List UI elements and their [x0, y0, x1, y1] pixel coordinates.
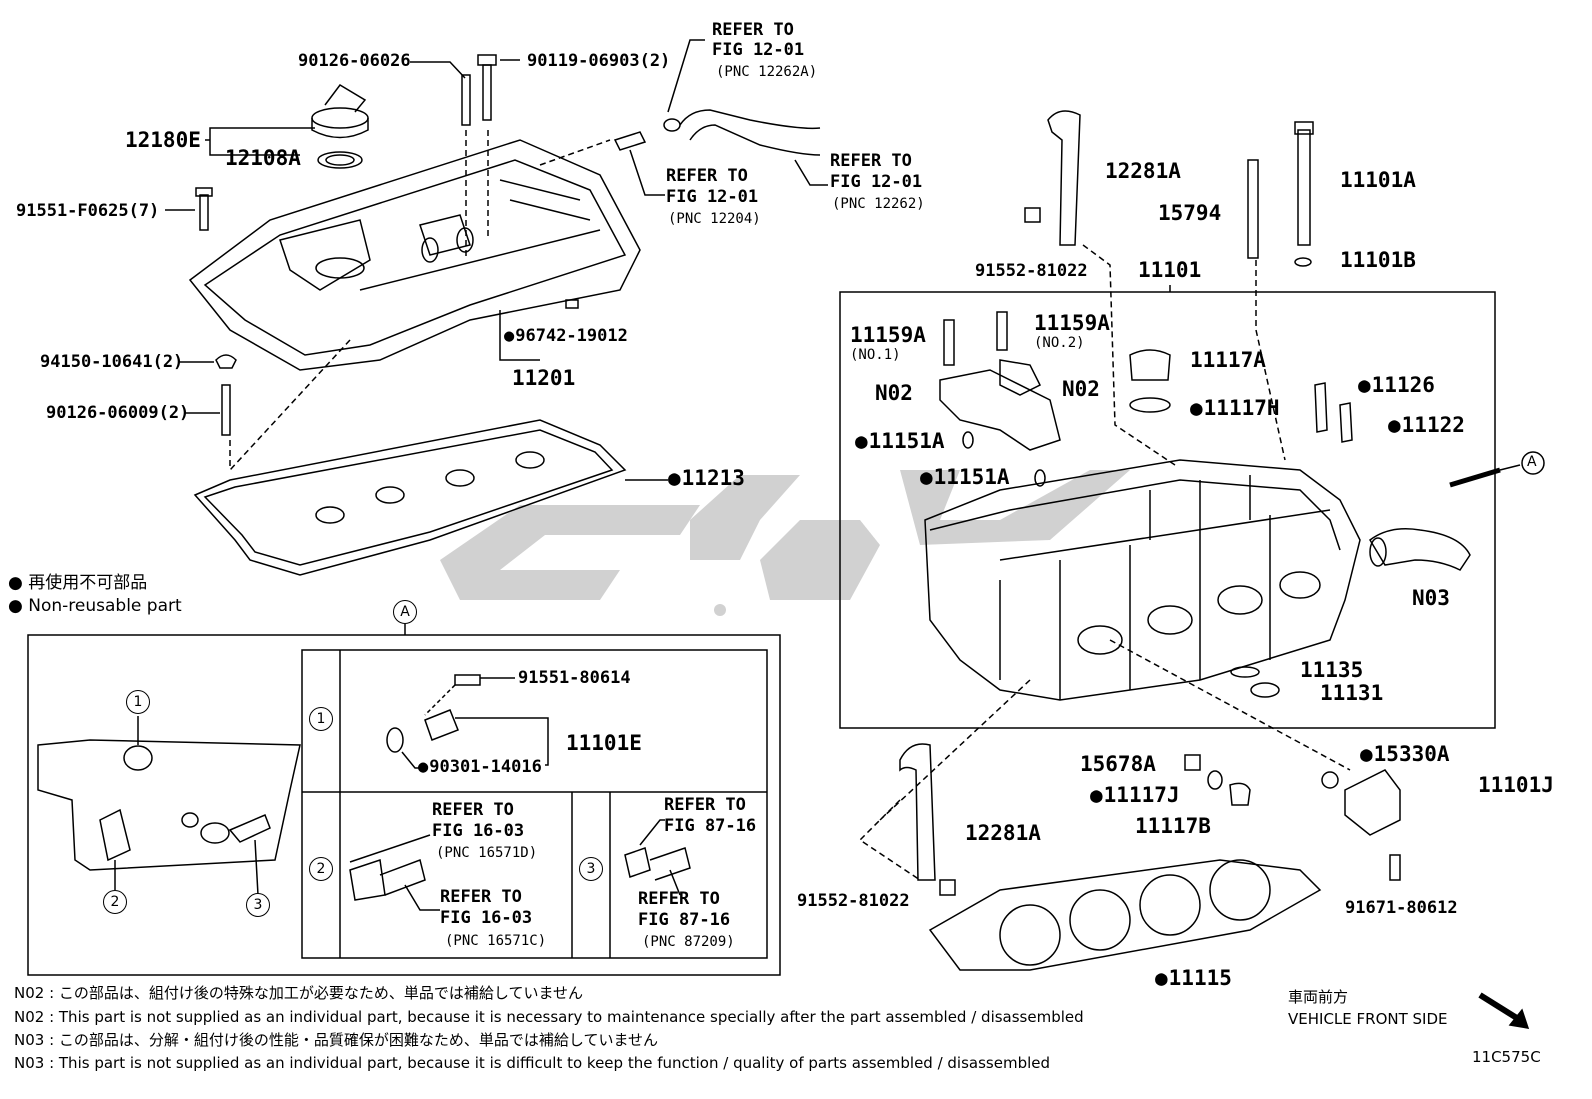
part-label-11159A-no2: 11159A [1034, 311, 1110, 335]
detail-a-callout-3: 3 [246, 893, 270, 917]
cylinder-head-group-frame [839, 291, 1496, 729]
part-label-11117H: 11117H [1190, 398, 1280, 419]
valve-cover-drawing [188, 139, 641, 371]
refer-to-16571C-line2[interactable]: FIG 16-03 [440, 908, 533, 928]
legend-en: ● Non-reusable part [8, 596, 182, 616]
detail-row-3-marker: 3 [579, 857, 603, 881]
detail-a-marker: A [393, 600, 417, 624]
refer-to-12262A-line1: REFER TO [712, 20, 794, 40]
detail-a-callout-2: 2 [103, 890, 127, 914]
vehicle-front-jp: 車両前方 [1288, 988, 1349, 1006]
refer-to-87-16-a-line1: REFER TO [664, 795, 746, 815]
note-n03-en: N03 : This part is not supplied as an in… [14, 1054, 1051, 1072]
part-label-11159A-no1-sub: (NO.1) [850, 347, 901, 363]
detail-a-frame [27, 634, 781, 976]
oil-filler-cap-drawing [311, 84, 369, 169]
refer-to-16571D-line1: REFER TO [432, 800, 514, 820]
head-gasket-drawing [928, 859, 1322, 971]
part-label-N02-left: N02 [875, 381, 913, 405]
part-label-91552-81022-top: 91552-81022 [975, 261, 1088, 281]
part-label-11101B: 11101B [1340, 248, 1416, 272]
note-n03-jp: N03 : この部品は、分解・組付け後の性能・品質確保が困難なため、単品では補給… [14, 1031, 659, 1049]
part-label-11115: 11115 [1155, 968, 1232, 989]
part-label-11131: 11131 [1320, 681, 1384, 705]
part-label-N03: N03 [1412, 586, 1450, 610]
refer-to-12262-line1: REFER TO [830, 151, 912, 171]
part-label-90119-06903: 90119-06903(2) [527, 51, 671, 71]
cylinder-head-drawing [924, 459, 1361, 701]
refer-to-12204-line2[interactable]: FIG 12-01 [666, 187, 759, 207]
part-label-96742-19012: 96742-19012 [504, 328, 628, 345]
part-label-11151A-2: 11151A [920, 467, 1010, 488]
part-label-91551-F0625: 91551-F0625(7) [16, 201, 160, 221]
part-label-11117A: 11117A [1190, 348, 1266, 372]
note-n02-jp: N02 : この部品は、組付け後の特殊な加工が必要なため、単品では補給していませ… [14, 984, 584, 1002]
part-label-11101: 11101 [1138, 258, 1202, 282]
refer-to-12204-line3: (PNC 12204) [668, 211, 761, 227]
part-label-12180E: 12180E [125, 128, 201, 152]
part-label-11117B: 11117B [1135, 814, 1211, 838]
refer-to-12262-line3: (PNC 12262) [832, 196, 925, 212]
part-label-11151A-1: 11151A [855, 431, 945, 452]
refer-to-87-16-a-line2[interactable]: FIG 87-16 [664, 816, 757, 836]
legend-dot-icon: ● [8, 573, 29, 593]
refer-to-16571D-line3: (PNC 16571D) [436, 845, 538, 861]
part-label-15678A: 15678A [1080, 752, 1156, 776]
refer-to-12262A-line2[interactable]: FIG 12-01 [712, 40, 805, 60]
part-label-91552-81022-bottom: 91552-81022 [797, 891, 910, 911]
part-label-11101J: 11101J [1478, 773, 1554, 797]
detail-row-1-marker: 1 [309, 707, 333, 731]
part-label-11201: 11201 [512, 366, 576, 390]
detail-a-callout-1: 1 [126, 690, 150, 714]
part-label-90126-06009: 90126-06009(2) [46, 403, 190, 423]
part-label-15330A: 15330A [1360, 744, 1450, 765]
part-label-94150-10641: 94150-10641(2) [40, 352, 184, 372]
part-label-11159A-no2-sub: (NO.2) [1034, 335, 1085, 351]
part-label-90126-06026: 90126-06026 [298, 51, 411, 71]
refer-to-87209-line2[interactable]: FIG 87-16 [638, 910, 731, 930]
figure-code: 11C575C [1472, 1048, 1541, 1066]
part-label-12281A-bottom: 12281A [965, 821, 1041, 845]
refer-to-16571C-line3: (PNC 16571C) [445, 933, 547, 949]
part-label-11213: 11213 [668, 468, 745, 489]
legend-jp: ● 再使用不可部品 [8, 573, 148, 593]
part-label-11101E: 11101E [566, 731, 642, 755]
valve-cover-gasket-drawing [193, 419, 627, 576]
view-a-marker: A [1527, 454, 1537, 470]
refer-to-16571D-line2[interactable]: FIG 16-03 [432, 821, 525, 841]
refer-to-16571C-line1: REFER TO [440, 887, 522, 907]
note-n02-en: N02 : This part is not supplied as an in… [14, 1008, 1084, 1026]
refer-to-12204-line1: REFER TO [666, 166, 748, 186]
vehicle-front-en: VEHICLE FRONT SIDE [1288, 1010, 1448, 1028]
part-label-12281A-top: 12281A [1105, 159, 1181, 183]
watermark-logo [440, 470, 1130, 616]
refer-to-12262-line2[interactable]: FIG 12-01 [830, 172, 923, 192]
part-label-12108A: 12108A [225, 146, 301, 170]
legend-dot-icon: ● [8, 596, 29, 616]
refer-to-12262A-line3: (PNC 12262A) [716, 64, 818, 80]
part-label-90301-14016: 90301-14016 [418, 759, 542, 776]
part-label-15794: 15794 [1158, 201, 1222, 225]
part-label-91671-80612: 91671-80612 [1345, 898, 1458, 918]
part-label-N02-right: N02 [1062, 377, 1100, 401]
part-label-11159A-no1: 11159A [850, 323, 926, 347]
part-label-11122: 11122 [1388, 415, 1465, 436]
part-label-11101A: 11101A [1340, 168, 1416, 192]
refer-to-87209-line1: REFER TO [638, 889, 720, 909]
refer-to-87209-line3: (PNC 87209) [642, 934, 735, 950]
part-label-11135: 11135 [1300, 658, 1364, 682]
detail-a-block-drawing [37, 716, 301, 896]
part-label-11117J: 11117J [1090, 785, 1180, 806]
part-label-11126: 11126 [1358, 375, 1435, 396]
detail-row-2-marker: 2 [309, 857, 333, 881]
part-label-91551-80614: 91551-80614 [518, 668, 631, 688]
